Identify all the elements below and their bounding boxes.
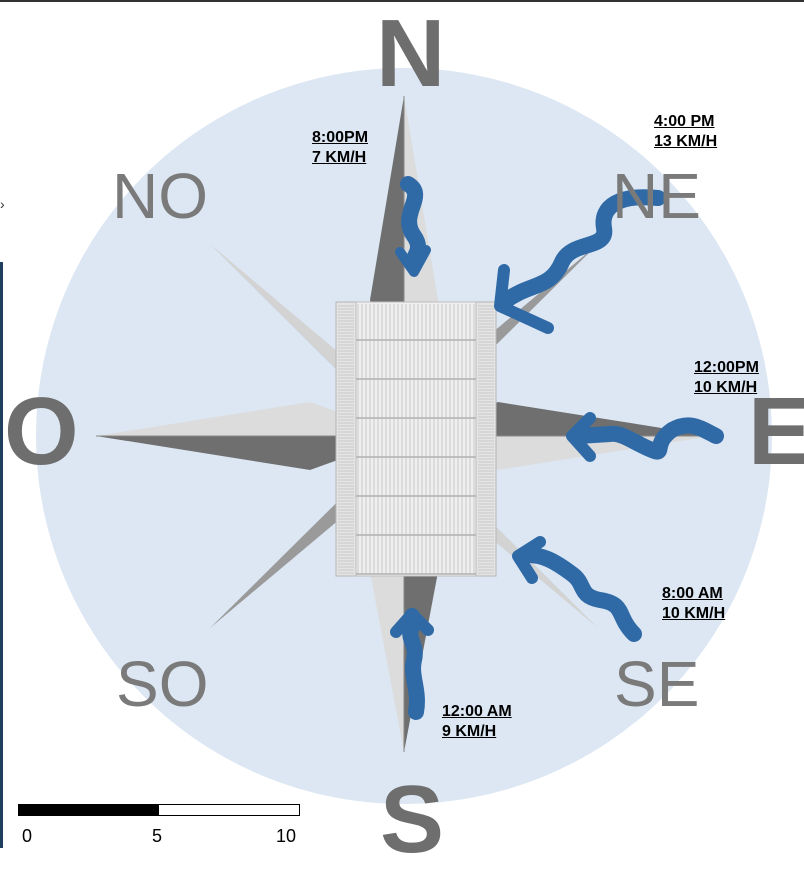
wind-time: 4:00 PM — [654, 113, 715, 130]
wind-arrows — [390, 176, 724, 720]
direction-west: O — [4, 378, 79, 485]
wind-speed: 9 KM/H — [442, 723, 497, 740]
wind-label-8pm: 8:00PM 7 KM/H — [312, 128, 368, 168]
scale-tick-5: 5 — [152, 826, 163, 846]
direction-north: N — [376, 0, 446, 107]
compass-rose — [36, 68, 772, 804]
panel-caret-icon: › — [0, 196, 5, 212]
wind-label-4pm: 4:00 PM 13 KM/H — [654, 112, 717, 152]
wind-arrow-4pm — [496, 189, 666, 310]
direction-east: E — [748, 378, 804, 485]
direction-northeast: NE — [612, 160, 701, 232]
wind-arrow-8pm-head — [395, 245, 431, 277]
wind-arrow-4pm-head — [494, 264, 554, 334]
wind-arrow-8am-head — [512, 536, 546, 584]
wind-arrow-8pm — [400, 176, 426, 270]
direction-southwest: SO — [116, 648, 209, 720]
wind-label-12am: 12:00 AM 9 KM/H — [442, 702, 512, 742]
scale-segment-black — [18, 804, 158, 816]
wind-time: 8:00PM — [312, 129, 369, 146]
wind-speed: 10 KM/H — [694, 379, 758, 396]
direction-northwest: NO — [112, 160, 208, 232]
scale-segment-white — [158, 804, 300, 816]
wind-label-8am: 8:00 AM 10 KM/H — [662, 584, 725, 624]
wind-label-12pm: 12:00PM 10 KM/H — [694, 358, 759, 398]
wind-arrow-8am — [514, 547, 642, 642]
wind-time: 12:00 AM — [442, 703, 512, 720]
building-footprint — [335, 301, 497, 577]
wind-arrow-12am-head — [390, 608, 434, 638]
direction-south: S — [380, 766, 445, 873]
wind-time: 8:00 AM — [662, 585, 723, 602]
left-border — [0, 262, 3, 848]
wind-speed: 10 KM/H — [662, 605, 726, 622]
wind-speed: 7 KM/H — [312, 149, 367, 166]
wind-arrow-12pm-head — [566, 412, 596, 462]
wind-time: 12:00PM — [694, 359, 759, 376]
scale-bar — [18, 804, 300, 816]
wind-arrow-12pm — [570, 417, 724, 460]
top-border — [0, 0, 804, 2]
scale-tick-0: 0 — [22, 826, 33, 846]
wind-speed: 13 KM/H — [654, 133, 718, 150]
direction-southeast: SE — [614, 648, 700, 720]
scale-tick-10: 10 — [276, 826, 297, 846]
wind-arrow-12am — [402, 608, 425, 720]
